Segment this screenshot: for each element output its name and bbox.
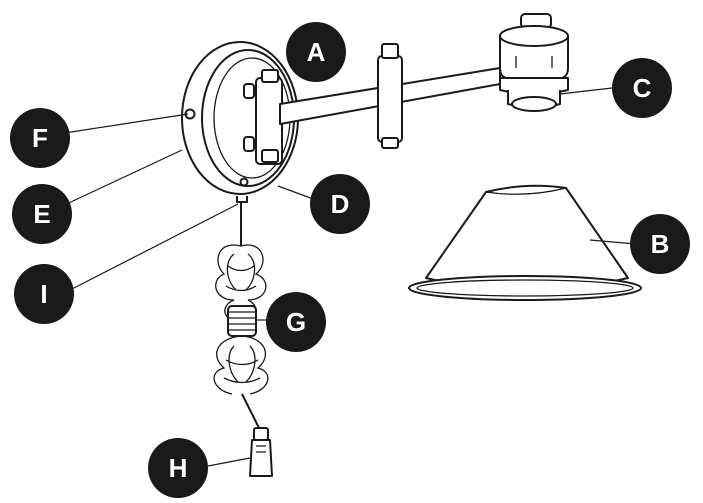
callout-c-label: C xyxy=(633,73,652,103)
callout-b-label: B xyxy=(651,229,670,259)
callout-d-label: D xyxy=(331,189,350,219)
power-cord xyxy=(213,196,273,477)
leader-f xyxy=(57,113,189,135)
callout-d: D xyxy=(310,174,370,234)
backplate-switch xyxy=(239,177,249,187)
callout-e-label: E xyxy=(33,199,50,229)
leader-d xyxy=(277,185,317,201)
arm-mount xyxy=(243,69,283,165)
callout-a: A xyxy=(286,22,346,82)
callout-g: G xyxy=(266,292,326,352)
plug-collar xyxy=(253,427,269,441)
callout-a-label: A xyxy=(307,37,326,67)
callout-f: F xyxy=(10,108,70,168)
callout-i: I xyxy=(14,264,74,324)
leader-b xyxy=(589,239,637,245)
callout-h: H xyxy=(148,438,208,498)
swing-arm xyxy=(279,43,501,149)
lamp-socket xyxy=(499,13,569,112)
callout-c: C xyxy=(612,58,672,118)
leader-c xyxy=(559,87,613,95)
callout-e: E xyxy=(12,184,72,244)
callout-f-label: F xyxy=(32,123,48,153)
plug xyxy=(249,439,273,477)
lamp-shade xyxy=(408,184,642,301)
leader-h xyxy=(207,457,251,467)
leader-i xyxy=(69,203,239,291)
leader-e xyxy=(57,149,183,209)
leader-lines xyxy=(57,87,637,467)
callout-g-label: G xyxy=(286,307,306,337)
callout-i-label: I xyxy=(40,279,47,309)
callout-b: B xyxy=(630,214,690,274)
callout-h-label: H xyxy=(169,453,188,483)
